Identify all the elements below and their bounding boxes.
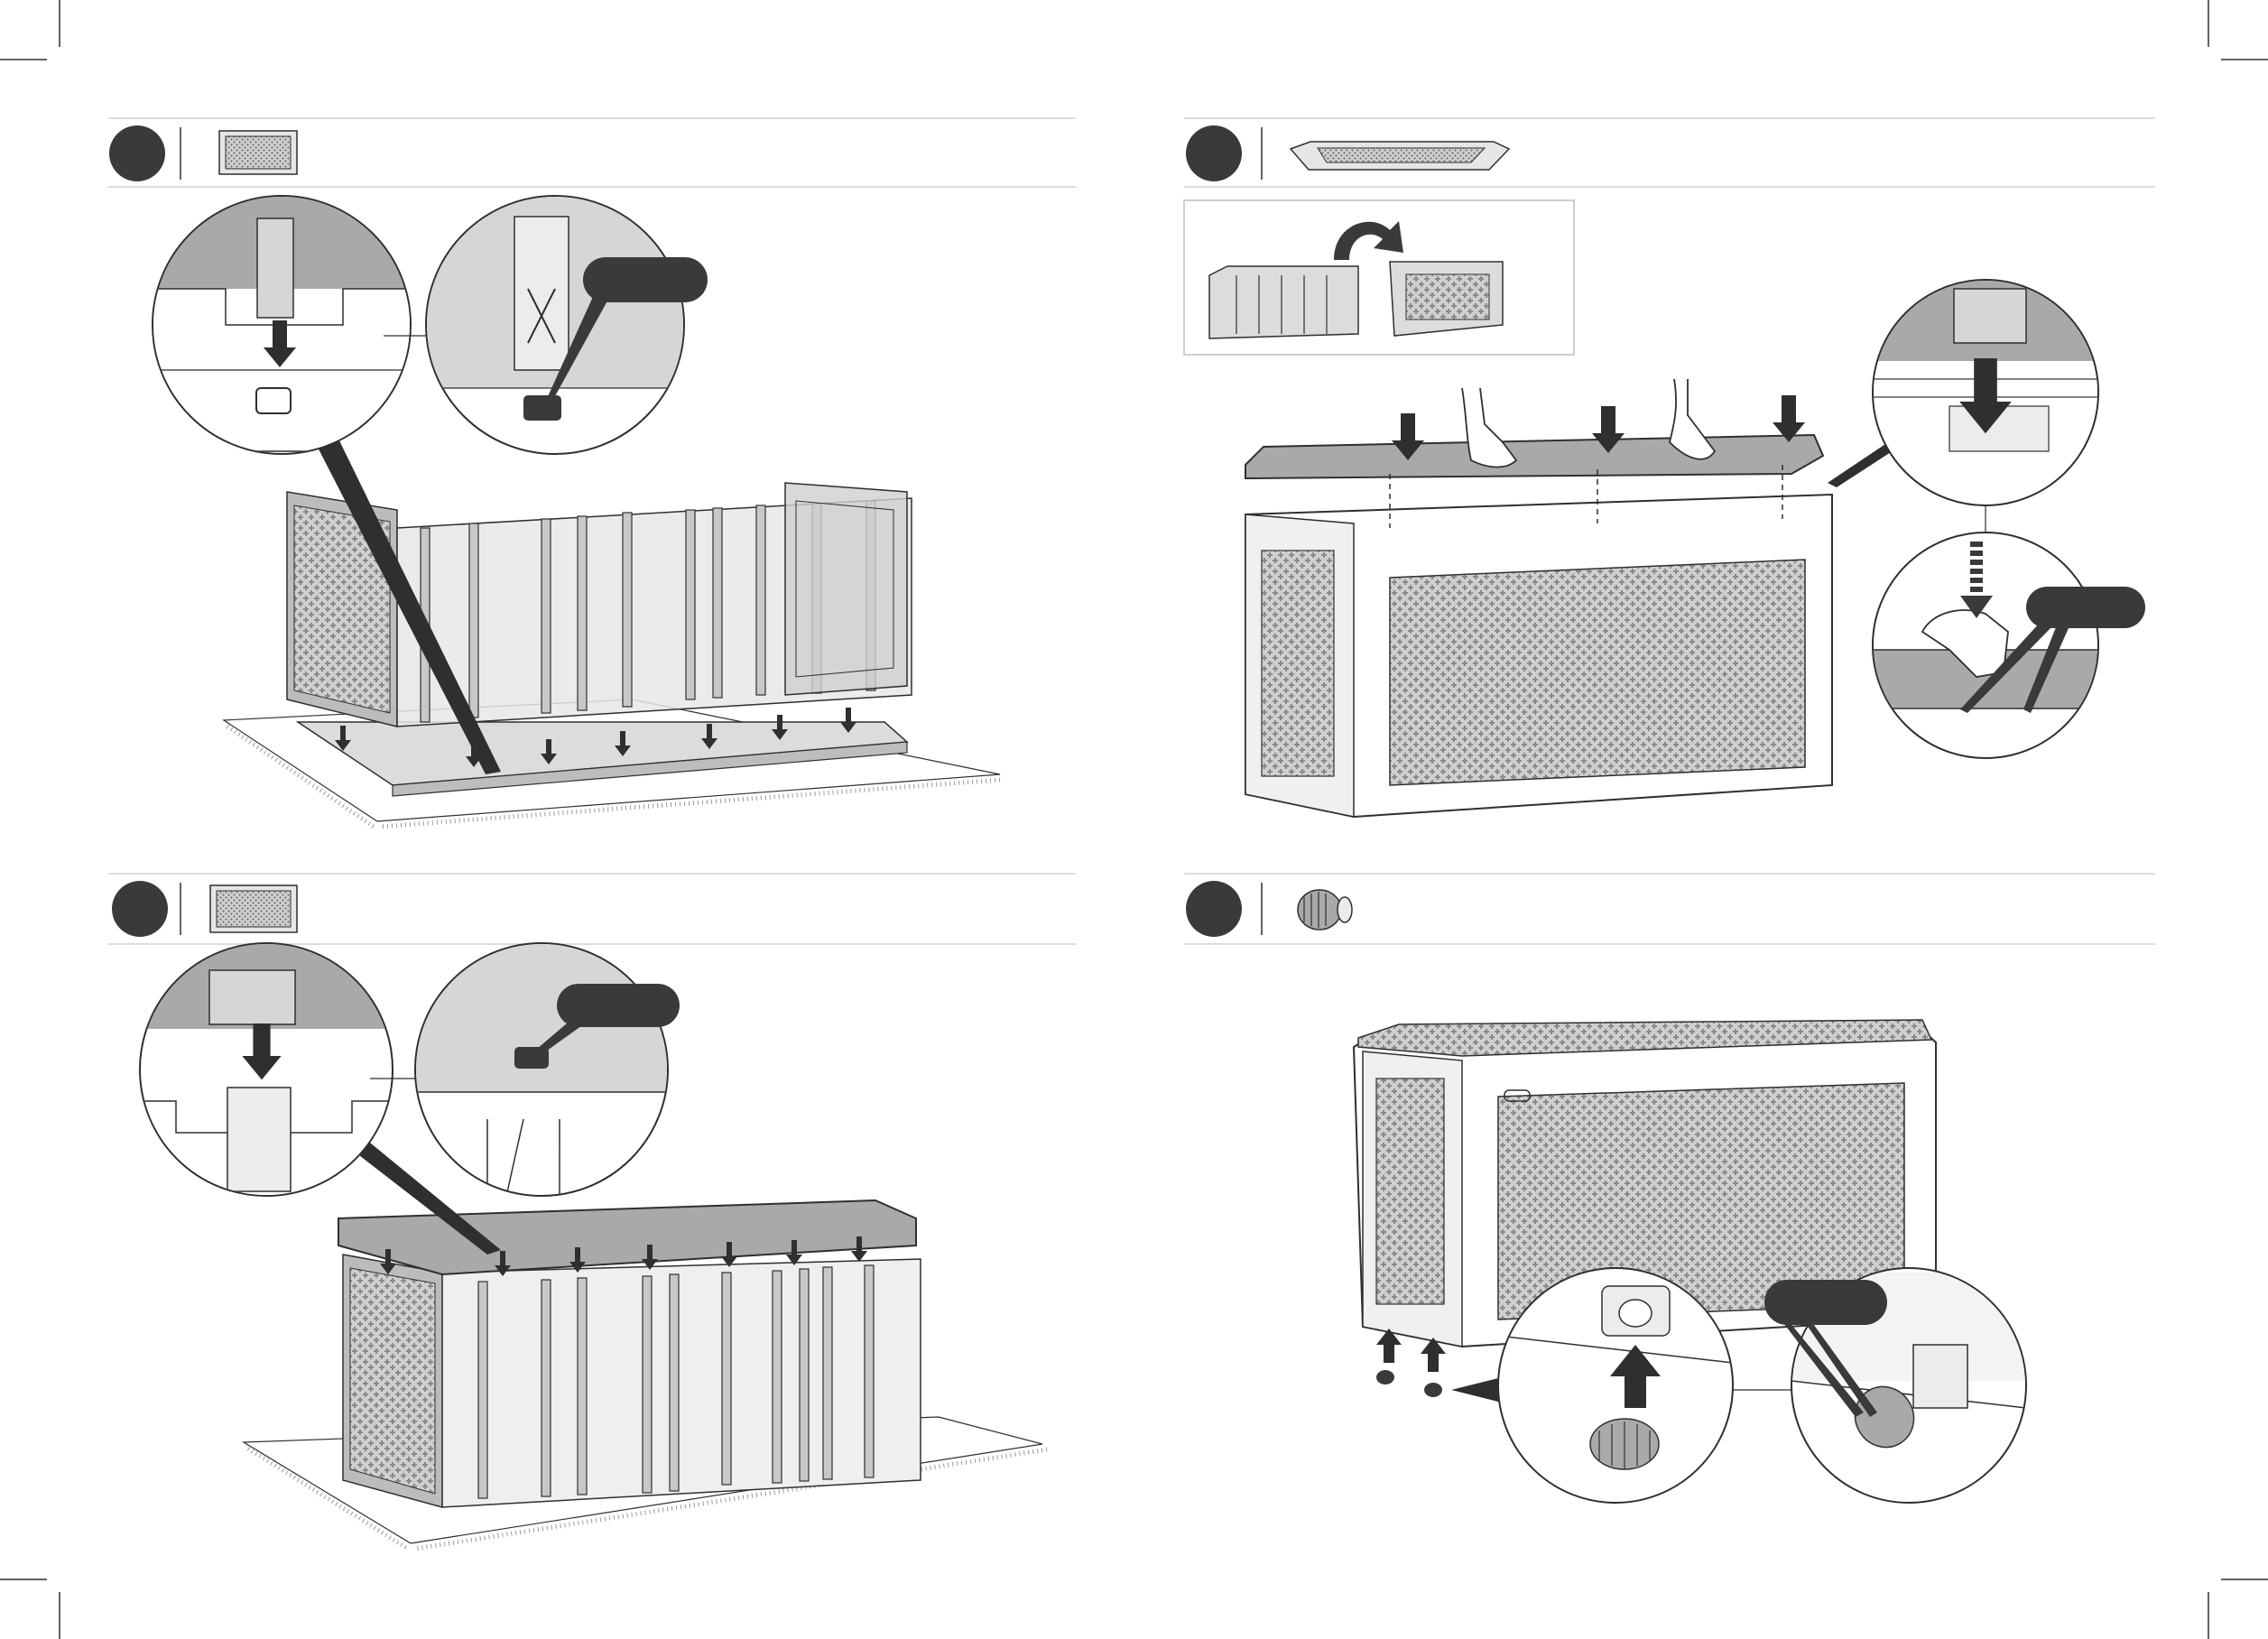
detail-zoom-c1 — [135, 939, 406, 1200]
step-badge-d — [1186, 881, 1242, 937]
foot-cap-icon — [1298, 890, 1352, 930]
detail-zoom-a1 — [144, 190, 424, 454]
step-illustration-c — [135, 939, 1047, 1549]
detail-zoom-b1 — [1873, 280, 2098, 505]
step-header-d — [1186, 881, 1352, 937]
detail-zoom-d1 — [1498, 1268, 1733, 1503]
detail-zoom-b2 — [1873, 532, 2098, 758]
detail-zoom-a2 — [420, 190, 690, 454]
step-illustration-b — [1184, 200, 2145, 817]
step-header-b — [1186, 125, 1509, 181]
lid-panel-icon — [1291, 142, 1509, 170]
foot-caps — [1376, 1370, 1442, 1397]
step-illustration-d — [1354, 1020, 2026, 1503]
step-header-c — [112, 881, 297, 937]
step-illustration-a — [144, 190, 1000, 827]
step-header-a — [109, 125, 297, 181]
detail-zoom-c2 — [411, 939, 681, 1200]
flip-inset — [1184, 200, 1574, 355]
step-badge-a — [109, 125, 165, 181]
step-badge-c — [112, 881, 168, 937]
step-badge-b — [1186, 125, 1242, 181]
front-panel-icon — [219, 131, 297, 174]
front-panel-icon — [210, 885, 297, 932]
